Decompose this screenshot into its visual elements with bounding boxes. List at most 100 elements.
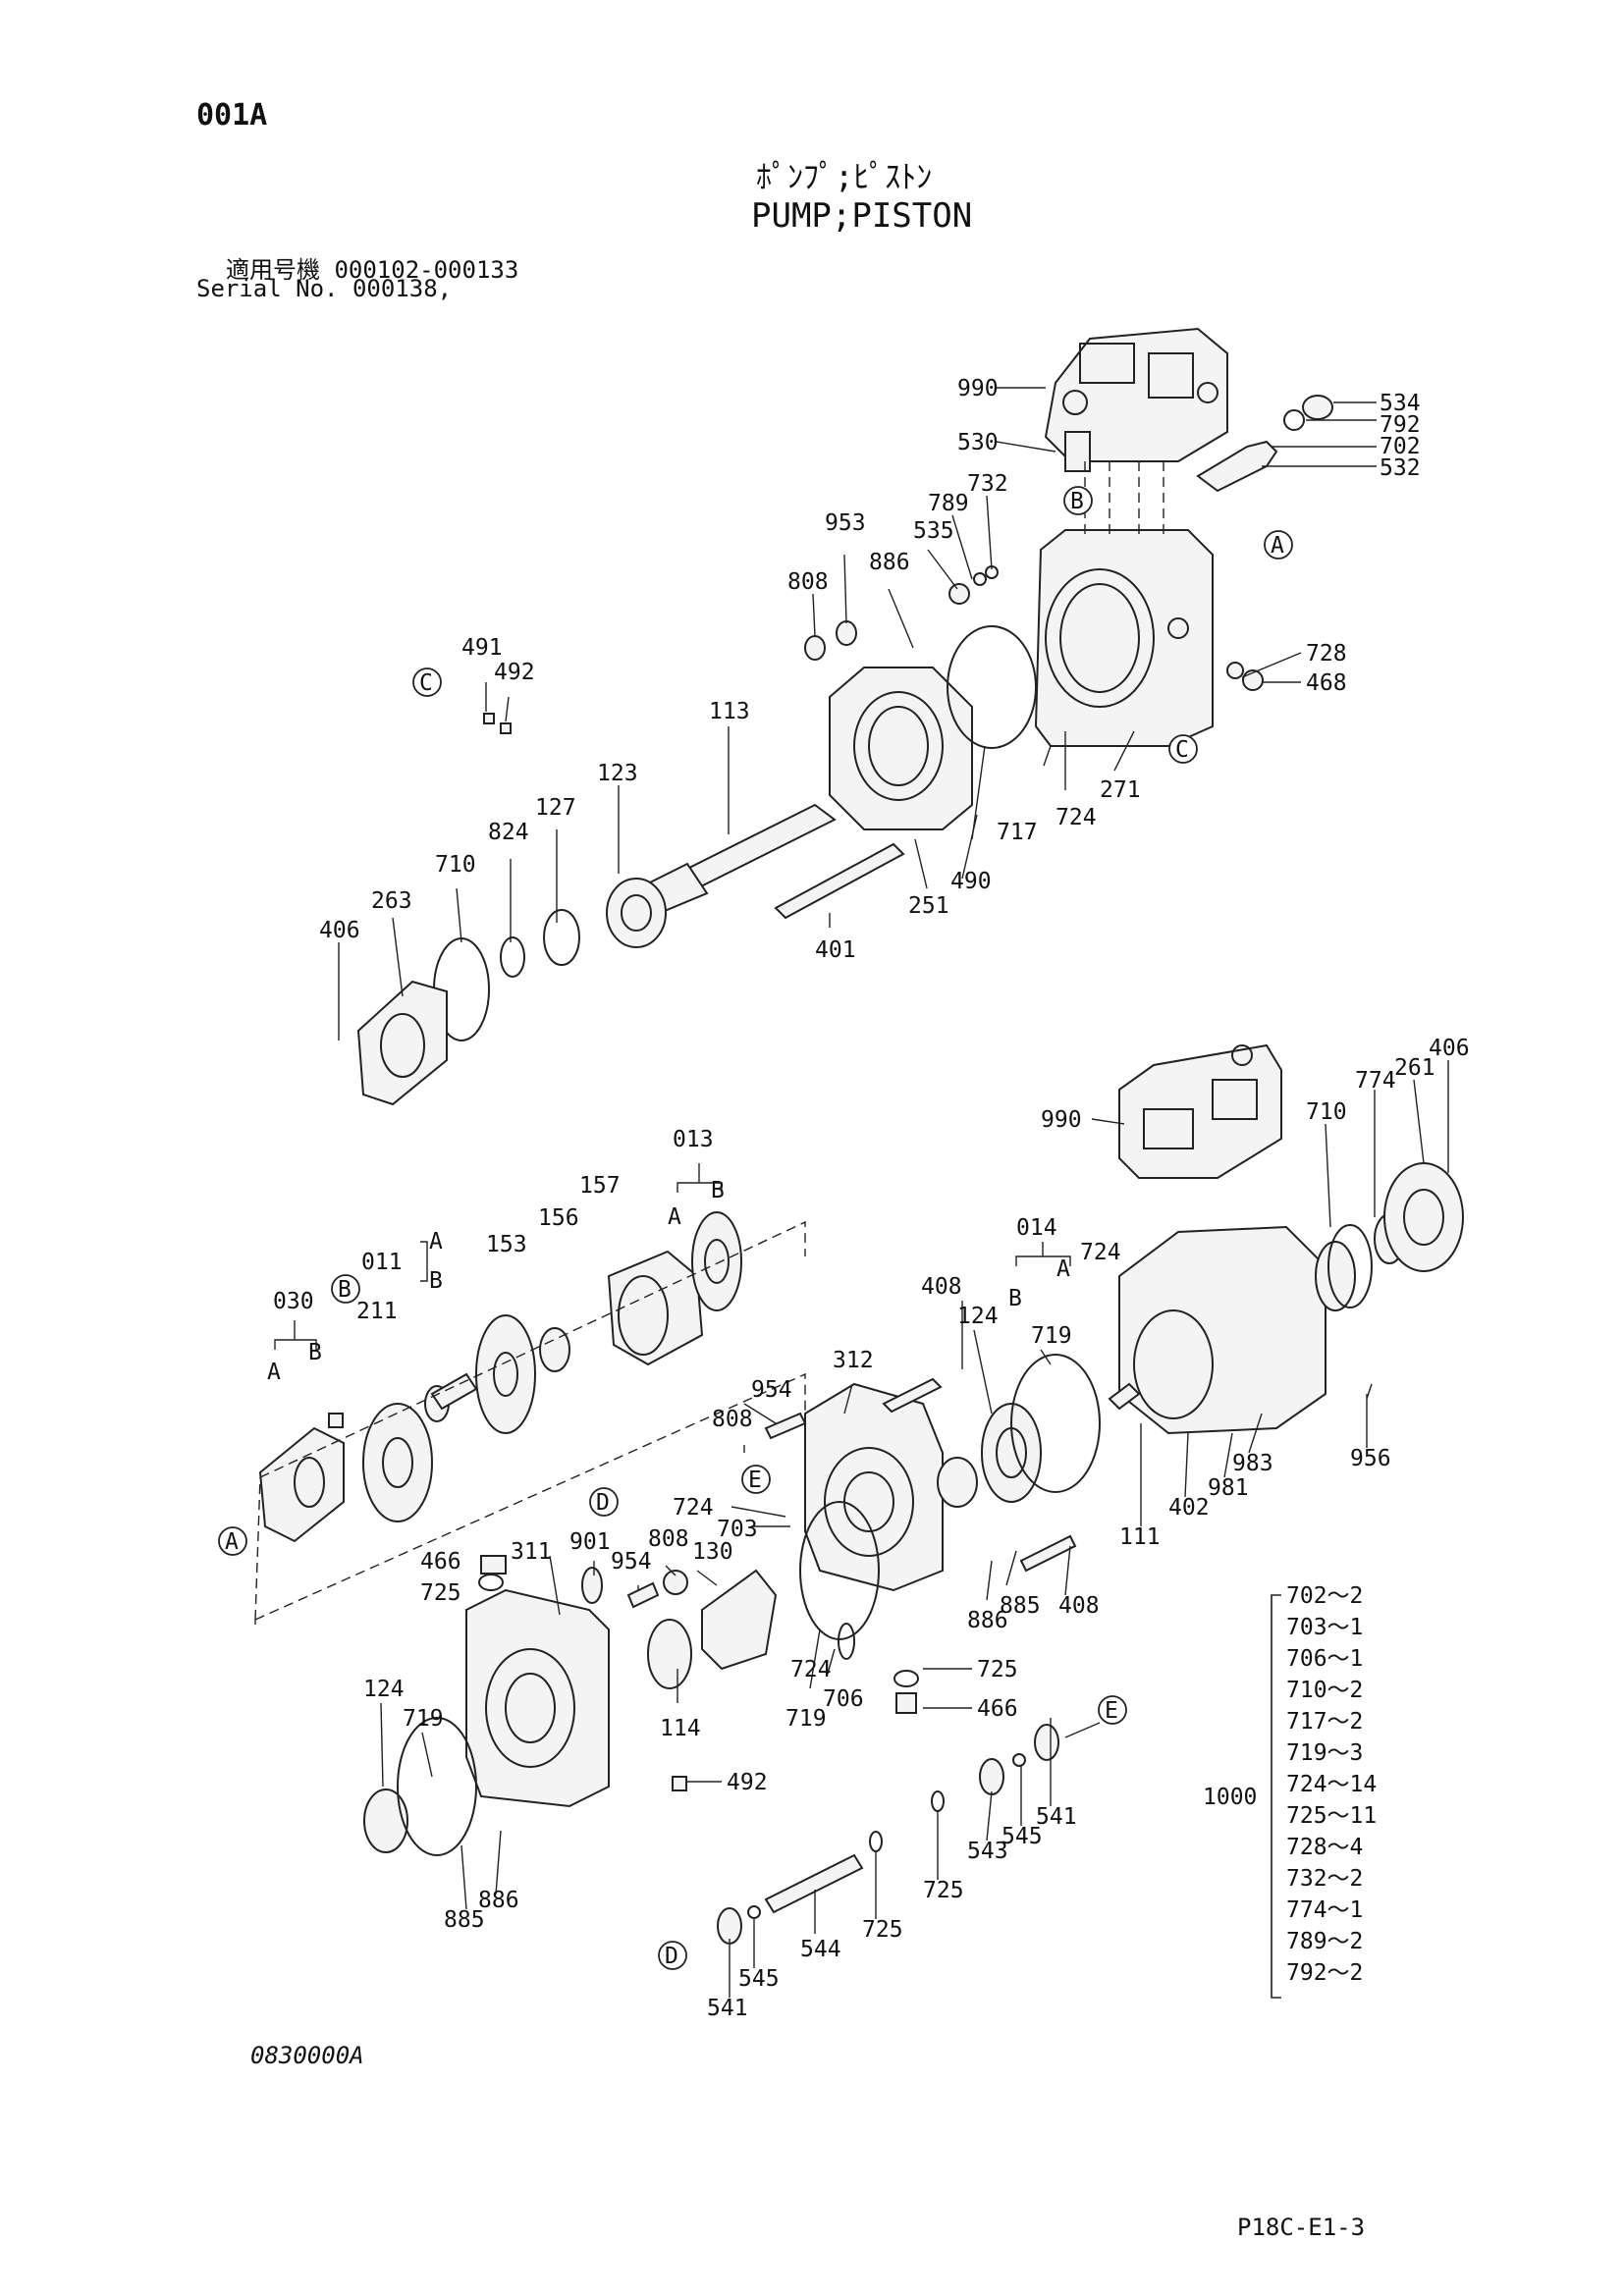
retainer-153 xyxy=(475,1314,536,1434)
pump-casing-271 xyxy=(1034,461,1214,747)
small-parts-lower xyxy=(478,1501,919,1791)
callout-number: 402 xyxy=(1168,1495,1210,1521)
regulator-990-lower xyxy=(1118,1043,1282,1179)
callout-number: 406 xyxy=(319,918,360,943)
callout-number: 013 xyxy=(673,1127,714,1152)
ref-letter: E xyxy=(1105,1698,1118,1724)
serial-numbers: Serial No. 000138, xyxy=(196,275,453,302)
callout-number: 111 xyxy=(1119,1524,1161,1550)
callout-number: 706 xyxy=(823,1686,864,1712)
ref-letter: A xyxy=(225,1529,239,1555)
subassembly-brackets xyxy=(274,1163,1281,1999)
callout-number: 543 xyxy=(967,1839,1008,1864)
callout-number: 724 xyxy=(1080,1240,1121,1265)
set-1000-list: 1000 702～2 703～1 706～1 710～2 717～2 719～3… xyxy=(1203,1583,1377,1986)
ref-circle-d-bottom xyxy=(658,1941,687,1970)
callout-number: 724 xyxy=(1056,805,1097,830)
callout-number: 728 xyxy=(1306,641,1347,667)
bolt-401 xyxy=(774,842,905,920)
ref-letter: A xyxy=(267,1360,281,1385)
plate-263 xyxy=(356,980,448,1106)
valve-block-312 xyxy=(804,1382,944,1592)
set-item: 717～2 xyxy=(1286,1709,1363,1735)
callout-number: 401 xyxy=(815,937,856,963)
ref-circle-c-right xyxy=(1168,734,1198,764)
callout-number: 808 xyxy=(712,1407,753,1432)
set-item: 719～3 xyxy=(1286,1740,1363,1766)
callout-number: 271 xyxy=(1100,777,1141,803)
callout-number: 956 xyxy=(1350,1446,1391,1471)
ref-letter: B xyxy=(711,1178,725,1203)
rings-127-824-710 xyxy=(433,909,580,1041)
callout-number: 990 xyxy=(957,376,999,401)
callout-number: 261 xyxy=(1394,1055,1435,1081)
drawing-number: 0830000A xyxy=(250,2042,364,2069)
callout-number: 544 xyxy=(800,1937,841,1962)
callout-number: 886 xyxy=(967,1608,1008,1633)
set-1000-label: 1000 xyxy=(1203,1785,1257,1810)
bearing-124-lower xyxy=(363,1717,477,1856)
pump-assembly-right xyxy=(1108,1162,1464,1435)
ref-letter: A xyxy=(1271,533,1284,559)
regulator-990-top xyxy=(1044,327,1228,472)
shoe-plate-211 xyxy=(362,1403,433,1522)
callout-number: 774 xyxy=(1355,1068,1396,1094)
bearing-plate-124-014 xyxy=(937,1354,1101,1508)
ref-letter: C xyxy=(419,670,433,696)
callout-number: 541 xyxy=(707,1996,748,2021)
ref-letter: D xyxy=(665,1944,678,1969)
ref-letter-markers xyxy=(218,486,1293,1970)
callout-number: 789 xyxy=(928,491,969,516)
page-reference: P18C-E1-3 xyxy=(1237,2214,1366,2241)
callout-number: 990 xyxy=(1041,1107,1082,1133)
callout-number: 824 xyxy=(488,820,529,845)
ref-circle-a-top xyxy=(1264,530,1293,560)
title-japanese: ﾎﾟﾝﾌﾟ;ﾋﾟｽﾄﾝ xyxy=(756,158,933,195)
callout-number: 157 xyxy=(579,1173,621,1199)
ref-letter: B xyxy=(308,1340,322,1365)
ref-circle-b-mid xyxy=(331,1274,360,1304)
callout-number: 808 xyxy=(648,1526,689,1552)
ref-circle-e-right xyxy=(1098,1695,1127,1725)
ref-circle-e-mid xyxy=(741,1465,771,1494)
callout-number: 792 xyxy=(1380,412,1421,438)
ref-letter: B xyxy=(338,1277,352,1303)
callout-number: 406 xyxy=(1429,1036,1470,1061)
callout-number: 953 xyxy=(825,510,866,536)
ref-letter: A xyxy=(668,1204,681,1230)
callout-number: 311 xyxy=(511,1539,552,1565)
set-item: 774～1 xyxy=(1286,1897,1363,1923)
callout-number: 886 xyxy=(869,550,910,575)
gear-130-114 xyxy=(647,1569,778,1689)
set-item: 732～2 xyxy=(1286,1866,1363,1892)
ref-letter: E xyxy=(748,1468,762,1493)
callout-number: 808 xyxy=(787,569,829,595)
callout-number: 156 xyxy=(538,1205,579,1231)
ref-letter: B xyxy=(1070,489,1084,514)
set-item: 706～1 xyxy=(1286,1646,1363,1672)
ref-circle-c-left xyxy=(412,667,442,697)
callout-number: 490 xyxy=(950,869,992,894)
ref-letter: B xyxy=(1008,1286,1022,1311)
callout-number: 886 xyxy=(478,1888,519,1913)
cylinder-block-013 xyxy=(607,1211,742,1366)
callout-number: 492 xyxy=(727,1770,768,1795)
callout-number: 983 xyxy=(1232,1451,1273,1476)
set-item: 792～2 xyxy=(1286,1960,1363,1986)
callout-number: 535 xyxy=(913,518,954,544)
callout-number: 725 xyxy=(862,1917,903,1943)
callout-number: 492 xyxy=(494,660,535,685)
ref-circle-b-top xyxy=(1063,486,1093,515)
callout-number: 127 xyxy=(535,795,576,821)
set-item: 725～11 xyxy=(1286,1803,1377,1829)
callout-number: 719 xyxy=(785,1706,827,1732)
callout-number: 466 xyxy=(977,1696,1018,1722)
callout-number: 710 xyxy=(435,852,476,878)
callout-number: 114 xyxy=(660,1716,701,1741)
ref-circle-a-left xyxy=(218,1526,247,1556)
callout-labels: 990 534 792 702 532 530 732 789 535 953 … xyxy=(273,376,1470,2021)
callout-number: 491 xyxy=(461,635,503,661)
bolts-408-954 xyxy=(764,1377,1077,1573)
callout-number: 211 xyxy=(356,1299,398,1324)
small-parts-upper xyxy=(483,565,1264,734)
